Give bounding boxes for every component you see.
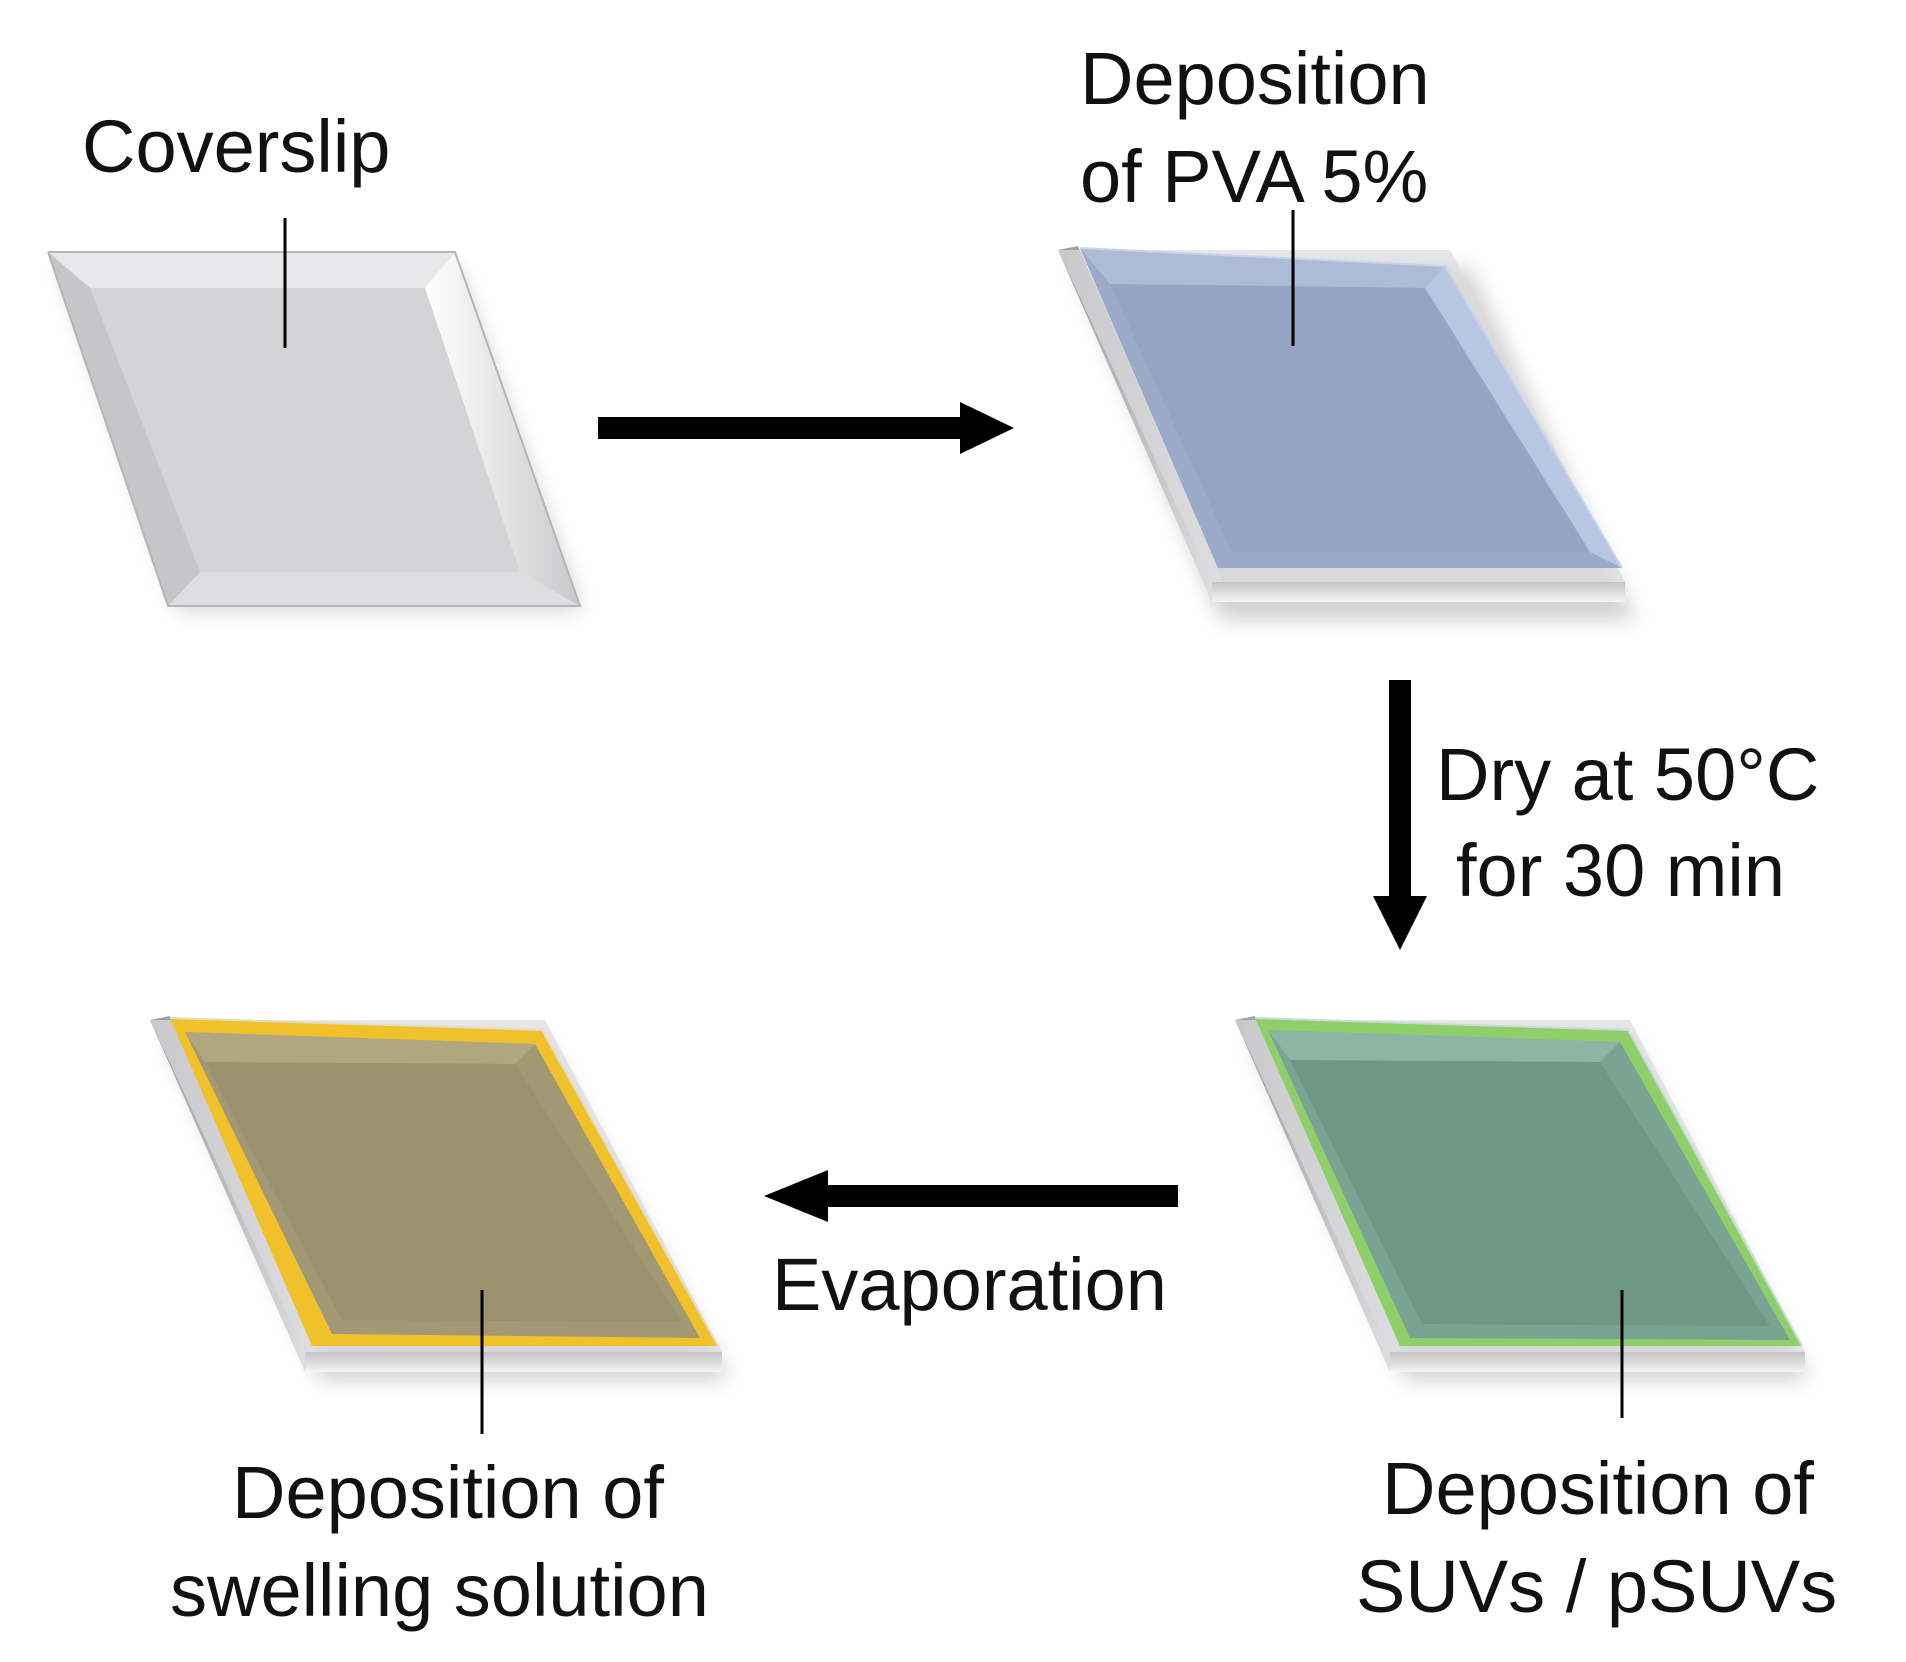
pva-label-line1: Deposition: [1080, 37, 1430, 120]
swelling-label-line2: swelling solution: [170, 1549, 709, 1632]
dry-label-line2: for 30 min: [1456, 829, 1785, 912]
evaporation-label: Evaporation: [772, 1243, 1167, 1326]
pva-label-line2: of PVA 5%: [1080, 135, 1428, 218]
arrow-down: [1373, 680, 1427, 950]
suv-label-line1: Deposition of: [1382, 1447, 1814, 1530]
pva-coated-coverslip: [1058, 246, 1636, 620]
coverslip-label: Coverslip: [82, 105, 390, 188]
arrow-left: [764, 1170, 1178, 1222]
swelling-label-line1: Deposition of: [232, 1451, 664, 1534]
dry-label-line1: Dry at 50°C: [1436, 733, 1819, 816]
swelling-coated-coverslip: [150, 1016, 730, 1380]
coverslip-plate: [47, 251, 582, 610]
arrow-right: [598, 402, 1014, 454]
suv-coated-coverslip: [1235, 1016, 1810, 1380]
suv-label-line2: SUVs / pSUVs: [1356, 1545, 1837, 1628]
